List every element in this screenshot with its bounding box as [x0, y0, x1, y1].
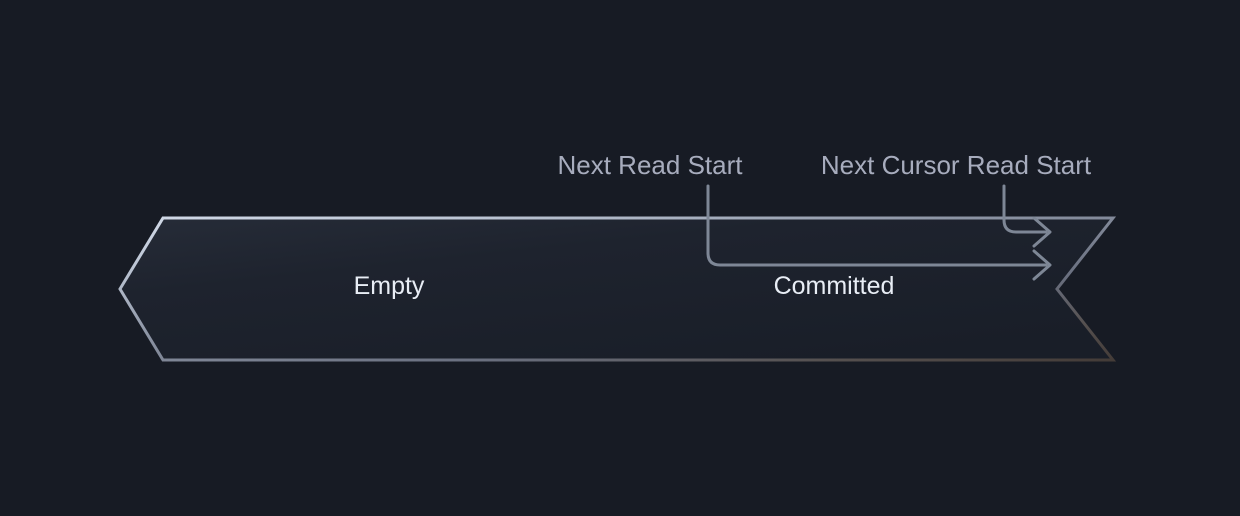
next-read-start-arrowhead — [1032, 249, 1052, 281]
next-cursor-read-start-leader-line — [1002, 184, 1048, 234]
callout-next-cursor-read-start: Next Cursor Read Start — [821, 150, 1092, 248]
segment-label-committed: Committed — [774, 272, 895, 300]
next-cursor-read-start-label: Next Cursor Read Start — [821, 150, 1092, 180]
next-read-start-label: Next Read Start — [558, 150, 744, 180]
callout-next-read-start: Next Read Start — [558, 150, 1052, 281]
segment-label-empty: Empty — [354, 272, 425, 300]
stream-band — [118, 216, 1117, 362]
next-cursor-read-start-arrowhead — [1032, 216, 1052, 248]
band-outline — [118, 216, 1117, 362]
next-read-start-leader-line — [706, 184, 1048, 267]
